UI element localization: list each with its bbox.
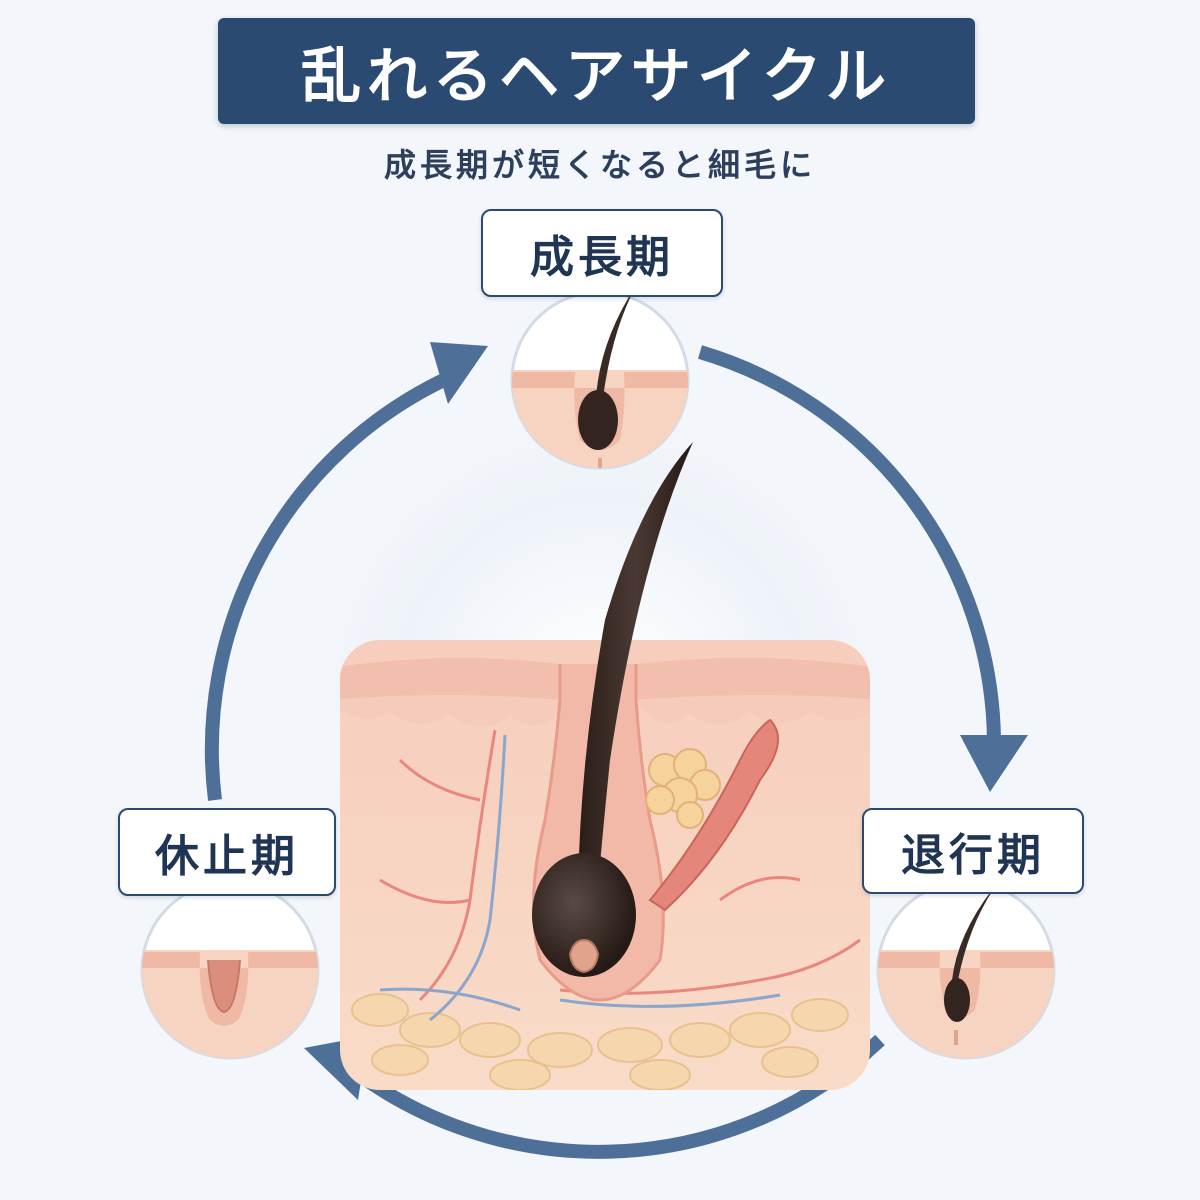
arrowhead-down-right <box>960 735 1028 792</box>
arrowhead-up-left <box>430 342 488 404</box>
cycle-arrows <box>204 345 1001 1159</box>
phase-label-catagen: 退行期 <box>862 808 1084 894</box>
telogen-phase-circle <box>140 880 320 1060</box>
arrow-telogen-to-growth <box>204 371 451 801</box>
catagen-phase-circle <box>876 880 1056 1060</box>
subtitle: 成長期が短くなると細毛に <box>383 146 816 184</box>
phase-label-growth: 成長期 <box>481 209 723 297</box>
page-title: 乱れるヘアサイクル <box>301 41 892 112</box>
arrow-growth-to-catagen <box>698 345 1001 741</box>
main-hair <box>532 442 693 977</box>
arrow-catagen-to-telogen <box>335 1034 885 1159</box>
phase-label-telogen: 休止期 <box>118 808 336 896</box>
title-banner: 乱れるヘアサイクル <box>218 18 975 124</box>
